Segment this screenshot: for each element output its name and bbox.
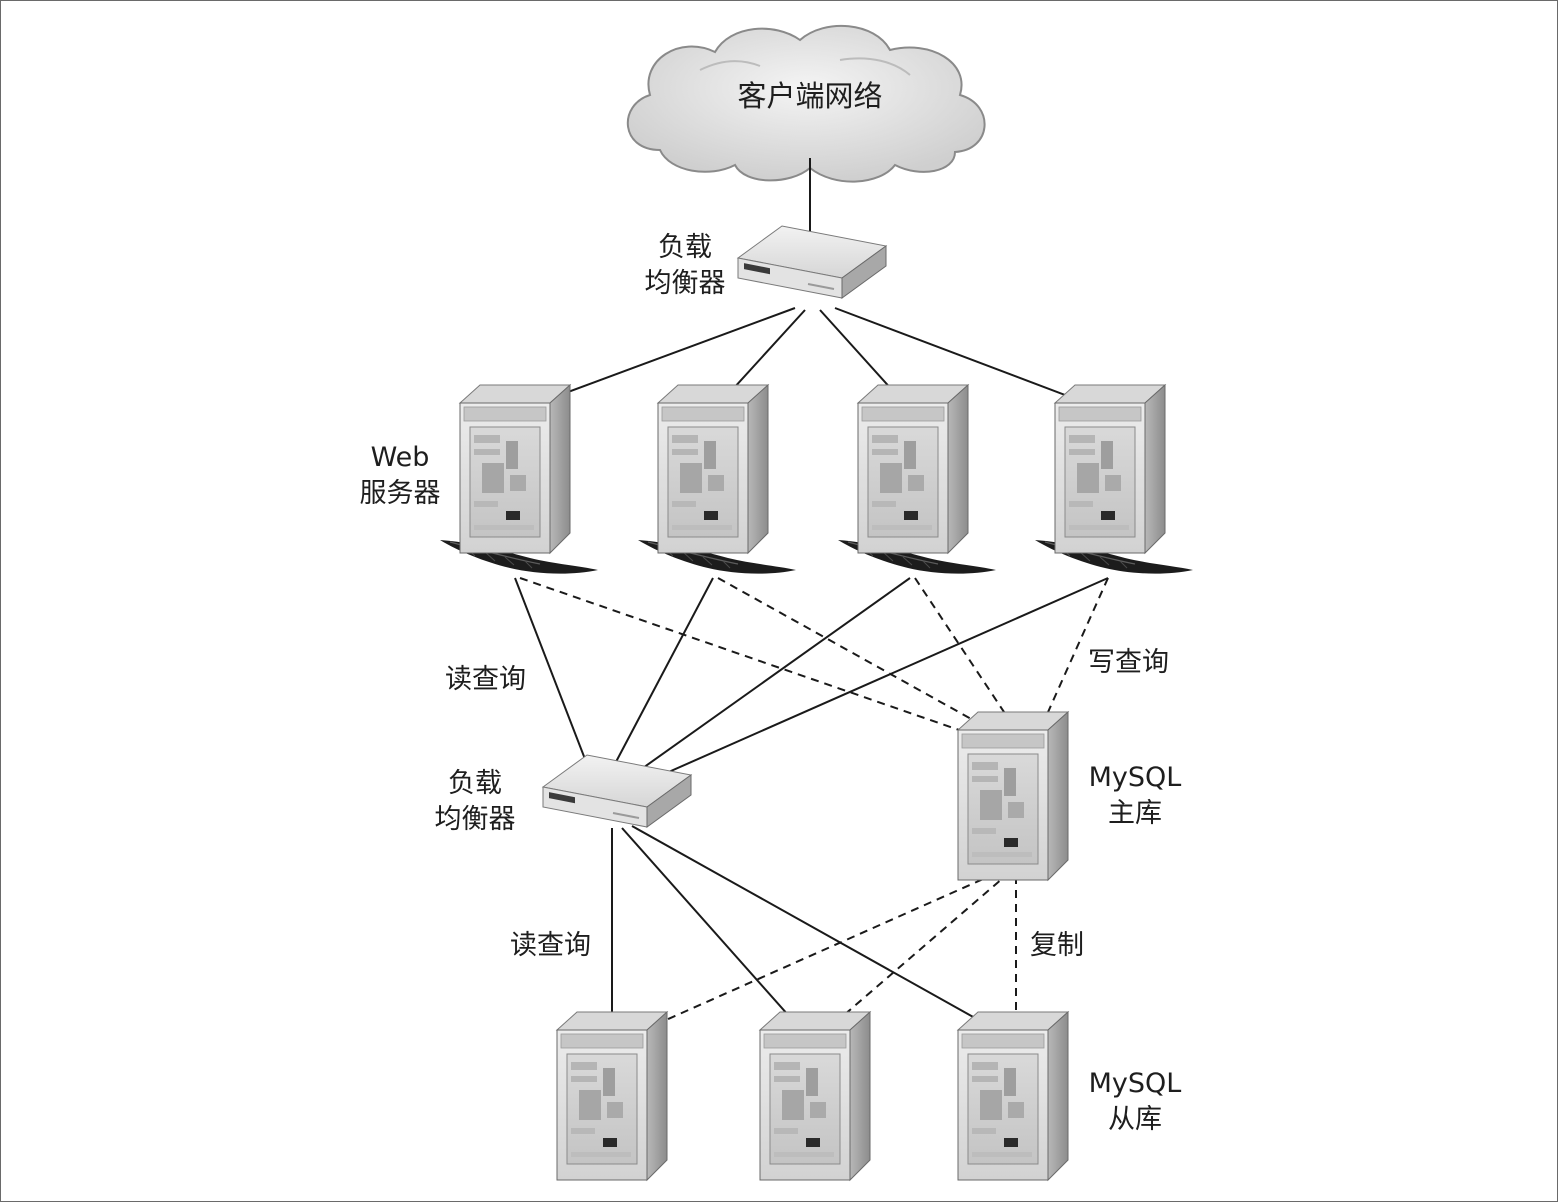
- edge-web3-read: [624, 577, 911, 781]
- web-server-2: [657, 384, 769, 554]
- edge-web2-write: [717, 577, 1002, 736]
- edge-repl-slave1: [628, 867, 1009, 1038]
- write-query-label: 写查询: [1088, 647, 1169, 678]
- web-server-4: [1054, 384, 1166, 554]
- mysql-slaves-label: MySQL 从库: [1088, 1068, 1182, 1135]
- cloud-label: 客户端网络: [737, 79, 883, 113]
- web-servers-label: Web 服务器: [359, 442, 441, 509]
- web-server-3: [857, 384, 969, 554]
- load-balancer-mid-label: 负载 均衡器: [434, 768, 516, 835]
- read-query-lower-label: 读查询: [510, 930, 591, 961]
- mysql-slave-2: [759, 1011, 871, 1181]
- mysql-slave-1: [556, 1011, 668, 1181]
- mysql-master-server: [957, 711, 1069, 881]
- web-server-1: [459, 384, 571, 554]
- load-balancer-top: [737, 225, 887, 299]
- edge-repl-slave2: [820, 871, 1011, 1035]
- mysql-slave-3: [957, 1011, 1069, 1181]
- edge-web1-write: [519, 577, 990, 743]
- edge-lb2-to-slave2: [621, 827, 806, 1036]
- replication-label: 复制: [1030, 930, 1084, 961]
- edge-web2-read: [607, 577, 714, 779]
- load-balancer-top-label: 负载 均衡器: [644, 232, 726, 299]
- load-balancer-mid: [542, 754, 692, 828]
- edge-web1-read: [514, 577, 592, 774]
- edge-web4-read: [644, 577, 1109, 784]
- edge-lb2-to-slave3: [631, 825, 1002, 1033]
- read-query-upper-label: 读查询: [445, 664, 526, 695]
- edge-web3-write: [914, 577, 1017, 732]
- mysql-master-label: MySQL 主库: [1088, 762, 1182, 829]
- client-network-cloud: [626, 24, 986, 183]
